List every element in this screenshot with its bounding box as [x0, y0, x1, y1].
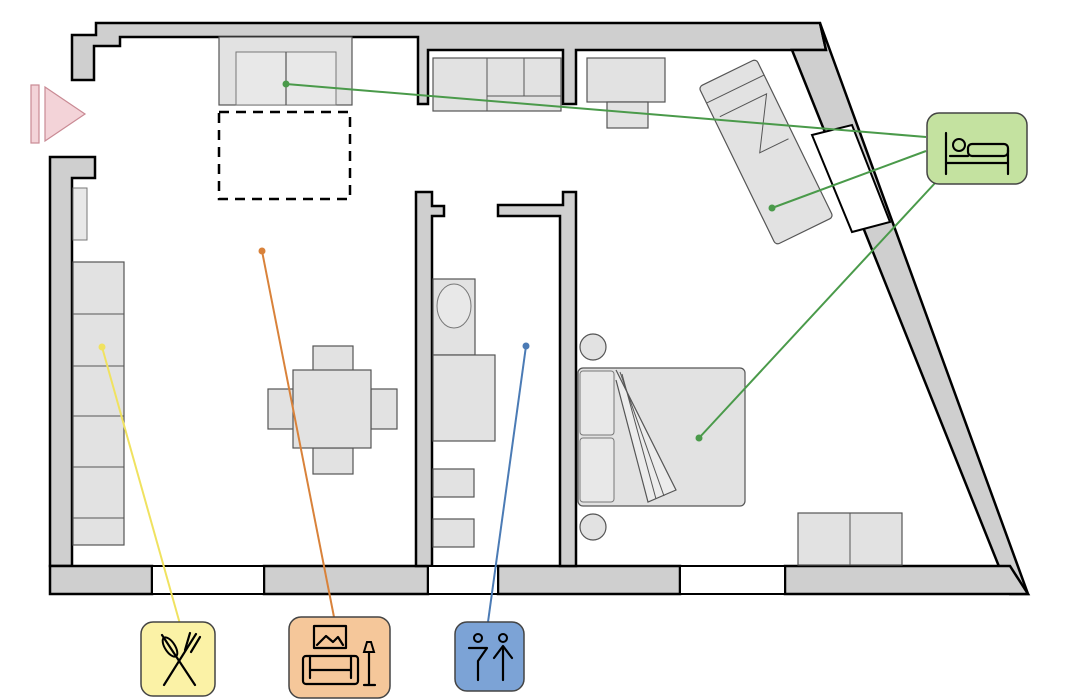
living-room-icon [301, 624, 377, 687]
windows [151, 123, 892, 595]
living-room-badge [288, 616, 391, 699]
leader-lines [98, 80, 937, 625]
entrance-arrow-icon [30, 84, 87, 144]
storage-cabinets [432, 57, 562, 112]
desk [586, 57, 666, 129]
cutlery-icon [160, 631, 202, 687]
sofa [218, 36, 353, 106]
dresser [797, 512, 903, 566]
bed-icon [944, 131, 1010, 176]
rug-outline [217, 110, 352, 201]
kitchen-counter [72, 261, 125, 546]
double-bed [577, 333, 746, 541]
dining-table [267, 345, 398, 475]
kitchen-badge [140, 621, 216, 697]
bathroom-badge [454, 621, 525, 692]
restroom-icon [467, 633, 514, 682]
bedroom-badge [926, 112, 1028, 185]
bathroom-fixtures [432, 278, 496, 548]
